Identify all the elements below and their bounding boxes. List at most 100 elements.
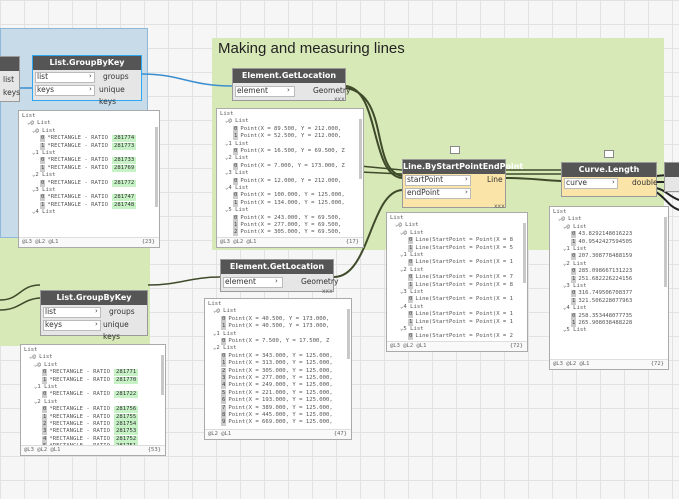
wire-left-bottom-2 <box>0 297 41 311</box>
warning-tag[interactable] <box>450 146 460 154</box>
partial-node-right[interactable] <box>664 162 679 192</box>
watch-line: ⌄4 List <box>225 185 249 191</box>
index-badge: 0 <box>408 237 414 245</box>
index-badge: 0 <box>233 125 239 133</box>
port-groups[interactable]: groups <box>109 307 135 316</box>
node-title[interactable]: List.GroupByKey <box>33 56 141 70</box>
index-badge: 2 <box>221 367 227 375</box>
index-badge: 0 <box>42 391 48 399</box>
watch-line: ⌄@ List <box>27 120 51 127</box>
port-geometry[interactable]: Geometry <box>301 277 339 286</box>
port-unique-keys[interactable]: unique keys <box>103 320 129 341</box>
value-badge: 281769 <box>112 164 137 172</box>
chevron-right-icon: › <box>465 175 468 183</box>
port-endpoint[interactable]: endPoint <box>407 188 440 197</box>
scrollbar[interactable] <box>347 309 350 359</box>
port-line[interactable]: Line <box>487 175 503 184</box>
index-badge: 5 <box>221 389 227 397</box>
port-double[interactable]: double <box>632 178 658 187</box>
index-badge: 0 <box>40 179 46 187</box>
partial-node-left[interactable]: list keys <box>0 56 20 102</box>
watch-line: ⌄@ List <box>400 229 424 236</box>
node-element-getlocation-1[interactable]: Element.GetLocation element › Geometry <box>232 68 350 101</box>
value-badge: 281771 <box>114 369 139 377</box>
scrollbar[interactable] <box>155 127 158 207</box>
watch-line: ⌄@ List <box>32 127 56 134</box>
scrollbar[interactable] <box>523 223 526 283</box>
index-badge: 0 <box>571 253 577 261</box>
index-badge: 0 <box>221 315 227 323</box>
lacing-indicator[interactable]: xxx <box>322 288 333 295</box>
node-title[interactable]: List.GroupByKey <box>41 291 147 305</box>
index-badge: 0 <box>233 192 239 200</box>
index-badge: 0 <box>233 162 239 170</box>
wire-line-curve <box>505 177 562 182</box>
node-line-bystartpointendpoint[interactable]: Line.ByStartPointEndPoint startPoint › e… <box>402 159 523 208</box>
port-groups[interactable]: groups <box>103 72 129 81</box>
index-badge: 3 <box>42 428 48 436</box>
port-element[interactable]: element <box>225 277 256 286</box>
wire-left-bottom <box>0 284 41 301</box>
port-list[interactable]: list <box>3 75 15 84</box>
index-badge: 0 <box>571 268 577 276</box>
node-list-groupbykey-2[interactable]: List.GroupByKey list › keys › groups uni… <box>40 290 148 341</box>
chevron-right-icon: › <box>275 277 278 285</box>
node-title[interactable]: Element.GetLocation <box>221 260 333 274</box>
port-keys[interactable]: keys <box>45 320 63 329</box>
port-curve[interactable]: curve <box>566 178 588 187</box>
warning-tag[interactable] <box>604 150 614 158</box>
wire-curve-out-3 <box>655 187 679 201</box>
scrollbar[interactable] <box>359 119 362 179</box>
node-title[interactable]: Curve.Length <box>562 163 656 177</box>
lacing-indicator[interactable]: xxx <box>494 203 505 210</box>
node-list-groupbykey-1[interactable]: List.GroupByKey list › keys › groups uni… <box>32 55 142 106</box>
wire-gbk1-egl1 <box>141 73 233 87</box>
index-badge: 0 <box>408 274 414 282</box>
port-keys[interactable]: keys <box>3 88 21 97</box>
port-list[interactable]: list <box>45 307 57 316</box>
port-keys[interactable]: keys <box>37 85 55 94</box>
port-list[interactable]: list <box>37 72 49 81</box>
node-element-getlocation-2[interactable]: Element.GetLocation element › Geometry <box>220 259 338 292</box>
port-element[interactable]: element <box>237 86 268 95</box>
index-badge: 3 <box>221 375 227 382</box>
value-badge: 281747 <box>112 194 137 202</box>
chevron-right-icon: › <box>465 188 468 196</box>
wire-curve-out-4 <box>655 191 679 211</box>
chevron-right-icon: › <box>95 307 98 315</box>
index-badge: 0 <box>221 338 227 345</box>
scrollbar[interactable] <box>664 217 667 287</box>
lacing-indicator[interactable]: xxx <box>334 96 345 103</box>
chevron-right-icon: › <box>95 320 98 328</box>
node-curve-length[interactable]: Curve.Length curve › double <box>561 162 658 197</box>
group-title-measuring[interactable]: Making and measuring lines <box>218 40 405 57</box>
node-title[interactable]: Line.ByStartPointEndPoint <box>403 160 523 174</box>
port-geometry[interactable]: Geometry <box>313 86 351 95</box>
watch-line: List <box>22 113 36 119</box>
watch-line: ⌄1 List <box>213 330 237 337</box>
watch-line: ⌄@ List <box>558 216 582 223</box>
port-unique-keys[interactable]: unique keys <box>99 85 125 106</box>
port-startpoint[interactable]: startPoint <box>407 175 444 184</box>
scrollbar[interactable] <box>161 355 164 395</box>
watch-line: ⌄4 List <box>563 305 587 312</box>
watch-line: ⌄@ List <box>34 361 58 368</box>
node-title[interactable]: Element.GetLocation <box>233 69 345 83</box>
